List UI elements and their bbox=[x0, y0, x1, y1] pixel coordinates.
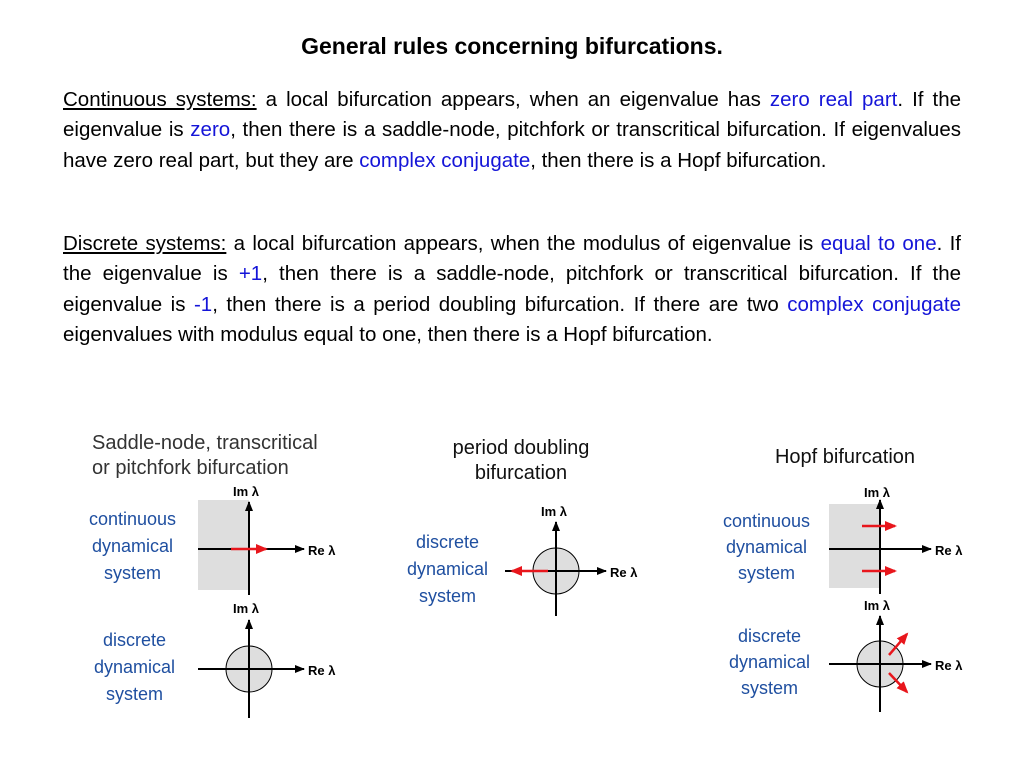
highlight-complex-conjugate: complex conjugate bbox=[359, 148, 531, 172]
page-title: General rules concerning bifurcations. bbox=[301, 33, 723, 59]
label-line: continuous bbox=[722, 511, 811, 531]
eigenvalue-arrow-lower bbox=[888, 672, 909, 694]
highlight-zero: zero bbox=[190, 118, 231, 142]
im-axis-label: Im λ bbox=[233, 484, 260, 499]
re-axis-label: Re λ bbox=[308, 543, 336, 558]
label-line: discrete bbox=[737, 626, 802, 646]
text-segment: eigenvalues with modulus equal to one, t… bbox=[63, 323, 713, 347]
text-segment: . If the eigenvalue is bbox=[63, 88, 962, 142]
label-line: dynamical bbox=[91, 536, 174, 556]
text-segment: , then there is a Hopf bifurcation. bbox=[530, 148, 827, 172]
re-axis-label: Re λ bbox=[935, 543, 963, 558]
text-segment: , then there is a period doubling bifurc… bbox=[212, 292, 788, 316]
heading-line: bifurcation bbox=[474, 462, 568, 484]
heading-line: Saddle-node, transcritical bbox=[92, 432, 318, 454]
highlight-minus-one: -1 bbox=[193, 292, 213, 316]
text-segment: , then there is a saddle-node, pitchfork… bbox=[63, 118, 961, 172]
label-line: discrete bbox=[415, 532, 480, 552]
re-axis-label: Re λ bbox=[935, 658, 963, 673]
highlight-equal-to-one: equal to one bbox=[820, 232, 937, 255]
label-line: system bbox=[418, 586, 476, 606]
continuous-systems-paragraph: Continuous systems: a local bifurcation … bbox=[63, 85, 961, 176]
hopf-figure-heading: Hopf bifurcation bbox=[774, 446, 916, 468]
text-segment: a local bifurcation appears, when the mo… bbox=[226, 232, 821, 255]
heading-line: period doubling bbox=[452, 437, 590, 459]
label-line: system bbox=[737, 563, 795, 583]
hopf-continuous-plot: Im λ Re λ bbox=[829, 485, 963, 594]
hopf-discrete-plot: Im λ Re λ bbox=[829, 598, 963, 712]
label-line: continuous bbox=[88, 509, 177, 529]
text-segment: . If the eigenvalue is bbox=[63, 232, 961, 286]
label-line: dynamical bbox=[93, 657, 176, 677]
stable-half-plane bbox=[198, 500, 249, 590]
highlight-complex-conjugate: complex conjugate bbox=[787, 292, 961, 316]
label-line: discrete bbox=[102, 630, 167, 650]
label-line: system bbox=[105, 684, 163, 704]
continuous-systems-label: Continuous systems: bbox=[63, 88, 257, 111]
period-figure-heading: period doubling bifurcation bbox=[412, 436, 630, 486]
heading-line: or pitchfork bifurcation bbox=[92, 457, 289, 479]
re-axis-label: Re λ bbox=[610, 565, 638, 580]
saddle-discrete-plot: Im λ Re λ bbox=[198, 601, 336, 718]
highlight-zero-real-part: zero real part bbox=[769, 88, 898, 111]
saddle-continuous-plot: Im λ Re λ bbox=[198, 484, 336, 595]
stable-half-plane bbox=[829, 504, 880, 588]
discrete-systems-label: Discrete systems: bbox=[63, 232, 227, 255]
eigenvalue-arrow-upper bbox=[888, 632, 909, 656]
discrete-systems-paragraph: Discrete systems: a local bifurcation ap… bbox=[63, 229, 961, 351]
im-axis-label: Im λ bbox=[864, 485, 891, 500]
im-axis-label: Im λ bbox=[864, 598, 891, 613]
period-discrete-label: discrete dynamical system bbox=[385, 529, 510, 610]
im-axis-label: Im λ bbox=[541, 504, 568, 519]
re-axis-label: Re λ bbox=[308, 663, 336, 678]
hopf-continuous-label: continuous dynamical system bbox=[704, 508, 829, 586]
saddle-continuous-label: continuous dynamical system bbox=[70, 506, 195, 587]
saddle-figure-heading: Saddle-node, transcritical or pitchfork … bbox=[92, 431, 318, 481]
hopf-discrete-label: discrete dynamical system bbox=[707, 623, 832, 701]
highlight-plus-one: +1 bbox=[238, 262, 263, 286]
text-segment: a local bifurcation appears, when an eig… bbox=[256, 88, 770, 111]
label-line: dynamical bbox=[725, 537, 808, 557]
label-line: dynamical bbox=[406, 559, 489, 579]
label-line: dynamical bbox=[728, 652, 811, 672]
im-axis-label: Im λ bbox=[233, 601, 260, 616]
label-line: system bbox=[103, 563, 161, 583]
label-line: system bbox=[740, 678, 798, 698]
text-segment: , then there is a saddle-node, pitchfork… bbox=[63, 262, 961, 316]
period-doubling-plot: Im λ Re λ bbox=[505, 504, 638, 616]
saddle-discrete-label: discrete dynamical system bbox=[72, 627, 197, 708]
